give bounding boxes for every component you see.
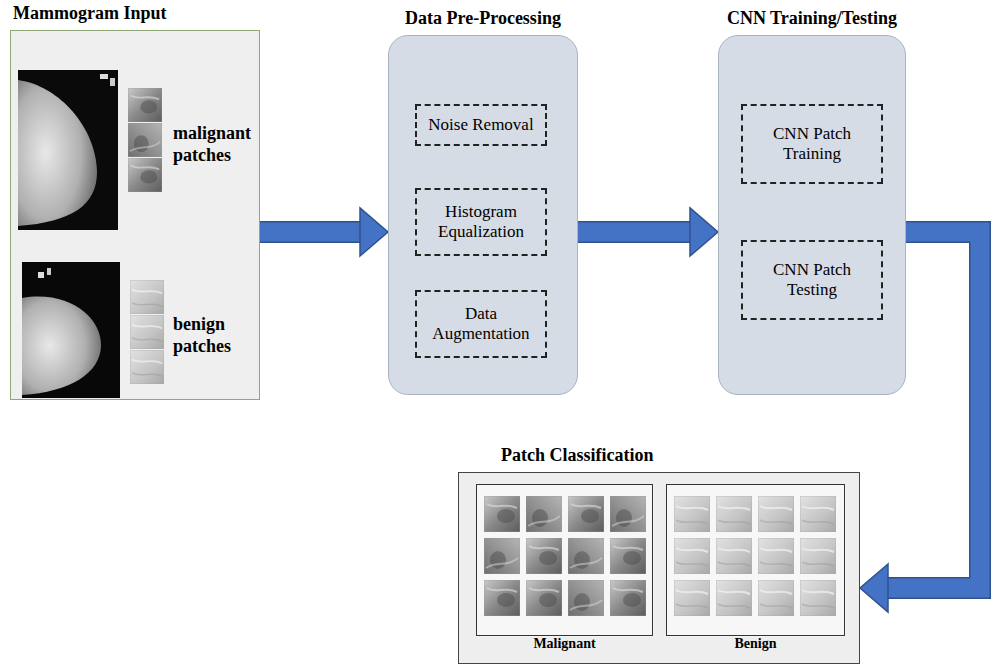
patch-image	[800, 580, 836, 616]
process-box: CNN Patch Training	[741, 104, 883, 184]
patch-image	[130, 350, 164, 384]
marker	[100, 74, 108, 79]
patch-image	[568, 496, 604, 532]
stage-panel: Data Pre-ProcessingNoise RemovalHistogra…	[388, 35, 578, 395]
class-box: Malignant	[476, 484, 653, 636]
patch-image	[484, 538, 520, 574]
arrow-head	[690, 208, 718, 256]
process-box: Histogram Equalization	[415, 188, 547, 256]
patch-image	[526, 496, 562, 532]
block-arrow	[578, 208, 718, 256]
benign-patch-grid	[674, 496, 836, 616]
marker	[110, 78, 115, 86]
arrow-outline	[578, 221, 691, 243]
mammogram-image	[22, 262, 120, 398]
marker	[47, 268, 51, 275]
patch-image	[758, 580, 794, 616]
patch-image	[128, 158, 162, 192]
process-box: Data Augmentation	[415, 290, 547, 358]
breast-shape	[18, 80, 97, 226]
panel-ground	[10, 30, 260, 400]
input-panel: Mammogram Inputmalignant patchesbenign p…	[10, 30, 260, 400]
box-text: CNN Patch Training	[751, 124, 873, 165]
panel-heading: CNN Training/Testing	[719, 8, 905, 29]
patch-label: benign patches	[173, 314, 259, 357]
patch-image	[128, 123, 162, 157]
process-box: CNN Patch Testing	[741, 240, 883, 320]
panel-heading: Patch Classification	[501, 445, 654, 466]
patch-image	[758, 496, 794, 532]
patch-image	[716, 538, 752, 574]
patch-image	[568, 580, 604, 616]
mammogram-image	[18, 70, 118, 230]
class-label: Benign	[667, 636, 844, 653]
patch-image	[800, 496, 836, 532]
patch-image	[610, 538, 646, 574]
patch-image	[610, 580, 646, 616]
arrow-outline	[260, 221, 361, 243]
patch-image	[674, 538, 710, 574]
breast-shape	[22, 297, 101, 395]
patch-image	[130, 280, 164, 314]
class-label: Malignant	[477, 636, 652, 653]
patch-image	[716, 580, 752, 616]
patch-images	[128, 88, 164, 384]
box-text: Data Augmentation	[425, 304, 537, 345]
patch-image	[800, 538, 836, 574]
malignant-patch-grid	[484, 496, 646, 616]
patch-image	[526, 538, 562, 574]
arrow-head	[360, 208, 388, 256]
class-box: Benign	[666, 484, 845, 636]
arrow-shaft	[578, 223, 691, 242]
process-box: Noise Removal	[415, 104, 547, 146]
stage-panel: CNN Training/TestingCNN Patch TrainingCN…	[718, 35, 906, 395]
patch-image	[130, 315, 164, 349]
marker	[38, 272, 44, 278]
box-text: CNN Patch Testing	[751, 260, 873, 301]
arrow-head	[860, 564, 888, 612]
panel-heading: Mammogram Input	[13, 3, 167, 24]
patch-image	[526, 580, 562, 616]
panel-ground	[477, 485, 654, 637]
box-text: Noise Removal	[428, 115, 533, 135]
patch-image	[128, 88, 162, 122]
block-arrow	[260, 208, 388, 256]
panel-ground	[667, 485, 846, 637]
patch-image	[484, 580, 520, 616]
box-text: Histogram Equalization	[425, 202, 537, 243]
patch-image	[568, 538, 604, 574]
patch-image	[610, 496, 646, 532]
mammogram-ground	[22, 262, 120, 398]
patch-image	[716, 496, 752, 532]
mammogram-ground	[18, 70, 118, 230]
patch-image	[674, 580, 710, 616]
result-panel: Patch ClassificationMalignantBenign	[458, 472, 860, 664]
panel-heading: Data Pre-Processing	[389, 8, 577, 29]
patch-image	[484, 496, 520, 532]
patch-label: malignant patches	[173, 123, 259, 166]
arrow-shaft	[260, 223, 361, 242]
panel-ground	[458, 472, 860, 664]
patch-image	[674, 496, 710, 532]
patch-image	[758, 538, 794, 574]
